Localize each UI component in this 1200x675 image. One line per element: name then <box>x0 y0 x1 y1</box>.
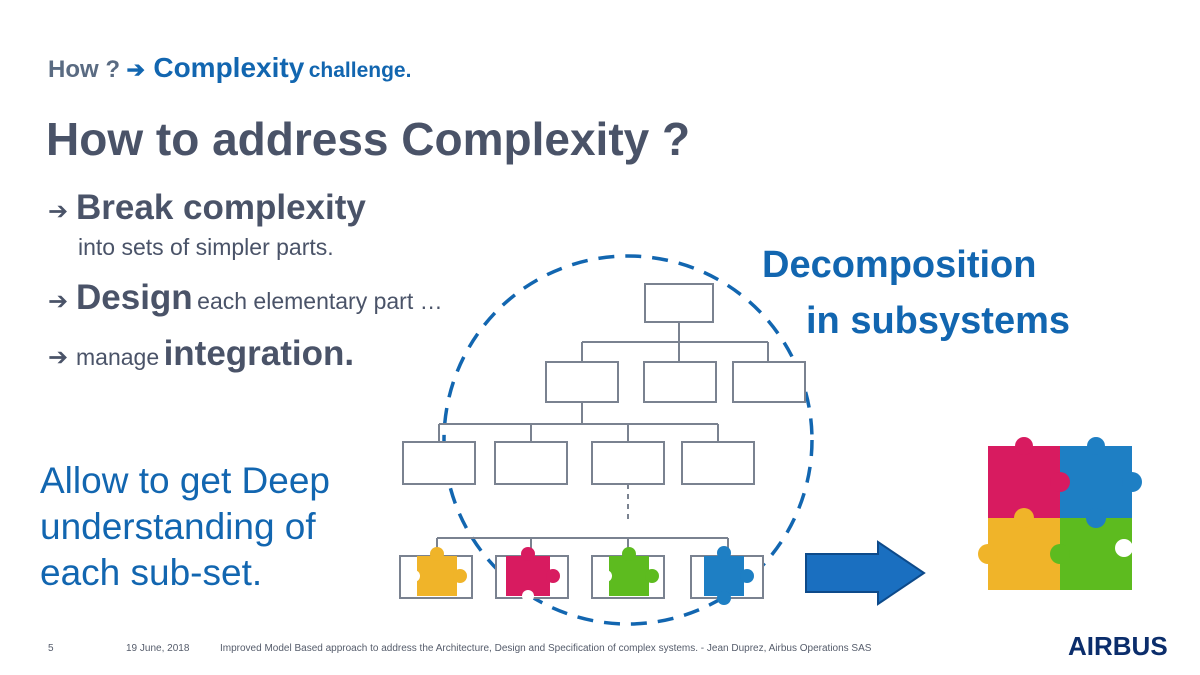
subsystems-label: in subsystems <box>806 300 1070 342</box>
bullet-design-strong: Design <box>76 278 193 317</box>
tree-box-l1 <box>545 361 619 403</box>
breadcrumb-complexity: Complexity <box>153 52 305 83</box>
decomposition-label: Decomposition <box>762 244 1037 286</box>
arrow-right-icon: ➔ <box>48 344 69 371</box>
tree-box-l2 <box>402 441 476 485</box>
deep-understanding-text: Allow to get Deep understanding of each … <box>40 460 331 593</box>
bullet-break-strong: Break complexity <box>76 188 366 227</box>
bullet-manage-small: manage <box>76 344 160 370</box>
puzzle-piece-icon <box>600 547 659 596</box>
breadcrumb: How ? ➔ Complexity challenge. <box>48 52 411 84</box>
breadcrumb-how: How ? <box>48 56 120 83</box>
dashed-circle <box>442 254 814 626</box>
tree-box-root <box>644 283 714 323</box>
arrow-right-icon <box>805 540 926 606</box>
puzzle-piece-icon <box>704 546 754 605</box>
airbus-logo: AIRBUS <box>1068 631 1168 661</box>
tree-box-l1 <box>732 361 806 403</box>
tree-box-l2 <box>494 441 568 485</box>
bullet-break-sub: into sets of simpler parts. <box>78 234 334 260</box>
arrow-right-icon: ➔ <box>126 57 145 82</box>
tree-box-l2 <box>681 441 755 485</box>
bullet-design-rest: each elementary part … <box>197 288 443 314</box>
footer-page-number: 5 <box>48 643 54 654</box>
slide-title: How to address Complexity ? <box>46 113 691 165</box>
footer-date: 19 June, 2018 <box>126 643 190 654</box>
tree-box-l1 <box>643 361 717 403</box>
bullet-manage-strong: integration. <box>163 334 355 373</box>
assembled-puzzle-icon <box>978 437 1142 590</box>
bullet-design: ➔ Design each elementary part … <box>48 278 443 318</box>
arrow-right-icon: ➔ <box>48 198 69 225</box>
tree-box-l2 <box>591 441 665 485</box>
bullet-break: ➔ Break complexity <box>48 188 366 228</box>
breadcrumb-challenge: challenge. <box>308 59 412 82</box>
arrow-right-icon: ➔ <box>48 288 69 315</box>
bullet-manage: ➔ manage integration. <box>48 334 354 374</box>
tree-connectors <box>436 322 769 556</box>
footer-description: Improved Model Based approach to address… <box>220 643 872 654</box>
puzzle-piece-icon <box>506 547 560 602</box>
puzzle-piece-icon <box>408 547 467 596</box>
